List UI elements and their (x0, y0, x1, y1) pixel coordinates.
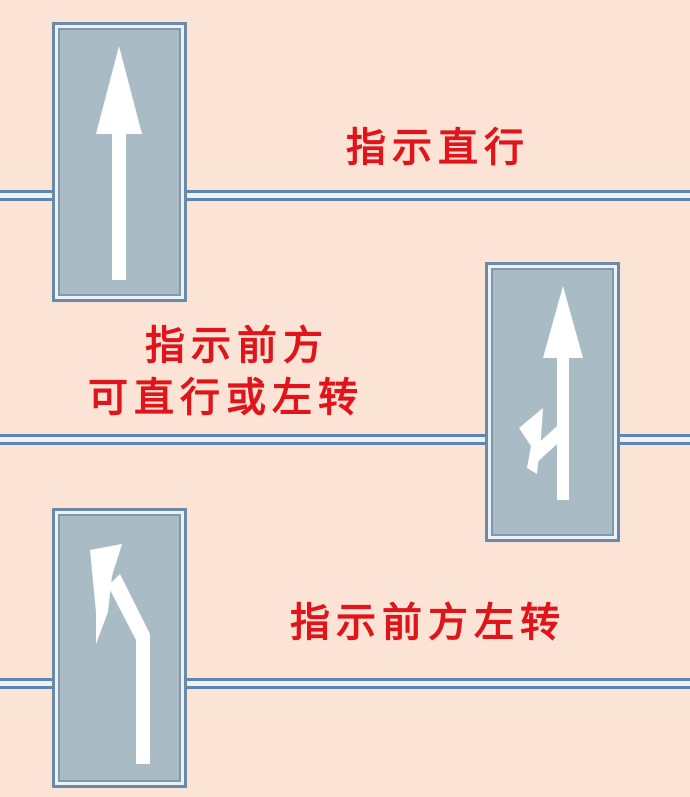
label-straight-or-left-line-2: 可直行或左转 (88, 375, 364, 421)
straight-or-left-turn-arrow-icon (519, 286, 583, 500)
sign-left-turn (52, 508, 187, 788)
left-turn-arrow-icon (90, 544, 150, 764)
lane-line-top (0, 188, 690, 204)
label-straight-line-1: 指示直行 (346, 125, 530, 171)
lane-line-bottom (0, 676, 690, 692)
lane-line-middle (0, 432, 690, 448)
straight-arrow-icon (96, 46, 142, 280)
label-straight-or-left-line-1: 指示前方 (145, 323, 329, 369)
sign-straight-or-left (485, 262, 620, 542)
label-straight: 指示直行 (346, 128, 530, 168)
label-left-turn-line-1: 指示前方左转 (290, 600, 566, 646)
label-straight-or-left-line-1-wrap: 指示前方 (145, 326, 329, 366)
label-straight-or-left-line-2-wrap: 可直行或左转 (88, 378, 364, 418)
sign-straight (52, 22, 187, 302)
label-left-turn: 指示前方左转 (290, 603, 566, 643)
